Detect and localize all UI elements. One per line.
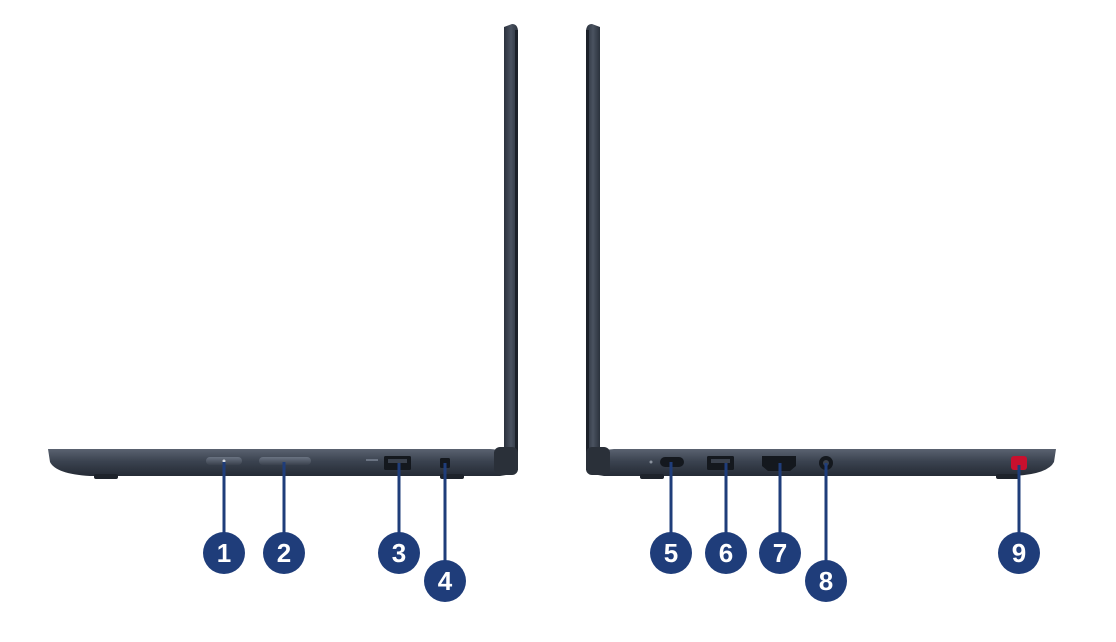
volume-button[interactable] (259, 457, 311, 465)
left-laptop-lid (504, 24, 518, 470)
callout-3[interactable]: 3 (378, 463, 420, 574)
callout-badge (650, 532, 692, 574)
callout-number: 3 (392, 538, 406, 568)
callout-4[interactable]: 4 (424, 463, 466, 602)
callout-5[interactable]: 5 (650, 462, 692, 574)
left-laptop-lid-edge (515, 30, 518, 470)
callout-badge (263, 532, 305, 574)
callout-9[interactable]: 9 (998, 465, 1040, 574)
callout-number: 2 (277, 538, 291, 568)
usb-left-symbol (366, 459, 378, 461)
power-indicator-dot (222, 459, 226, 463)
callout-badge (378, 532, 420, 574)
callout-number: 9 (1012, 538, 1026, 568)
callout-1[interactable]: 1 (203, 462, 245, 574)
left-side-laptop (48, 24, 518, 479)
usb-a-port-right-tongue (711, 459, 730, 463)
right-laptop-lid (586, 24, 600, 470)
red-indicator (1011, 456, 1027, 470)
callout-6[interactable]: 6 (705, 463, 747, 574)
left-laptop-hinge (494, 447, 518, 475)
callout-8[interactable]: 8 (805, 463, 847, 602)
callout-badge (424, 560, 466, 602)
callout-2[interactable]: 2 (263, 462, 305, 574)
callout-number: 7 (773, 538, 787, 568)
right-laptop-foot (996, 474, 1020, 479)
left-laptop-foot (94, 474, 118, 479)
right-side-laptop (586, 24, 1056, 479)
right-laptop-foot (640, 474, 664, 479)
right-laptop-lid-edge (586, 30, 589, 470)
callout-number: 4 (438, 566, 453, 596)
callouts: 1 2 3 4 5 6 (203, 462, 1040, 602)
callout-number: 5 (664, 538, 678, 568)
usb-a-port-left-tongue (388, 459, 407, 463)
callout-number: 6 (719, 538, 733, 568)
callout-badge (705, 532, 747, 574)
callout-badge (759, 532, 801, 574)
callout-badge (998, 532, 1040, 574)
callout-number: 8 (819, 566, 833, 596)
callout-badge (203, 532, 245, 574)
callout-number: 1 (217, 538, 231, 568)
right-laptop-hinge (586, 447, 610, 475)
callout-7[interactable]: 7 (759, 463, 801, 574)
usb-c-led (649, 460, 653, 464)
callout-badge (805, 560, 847, 602)
